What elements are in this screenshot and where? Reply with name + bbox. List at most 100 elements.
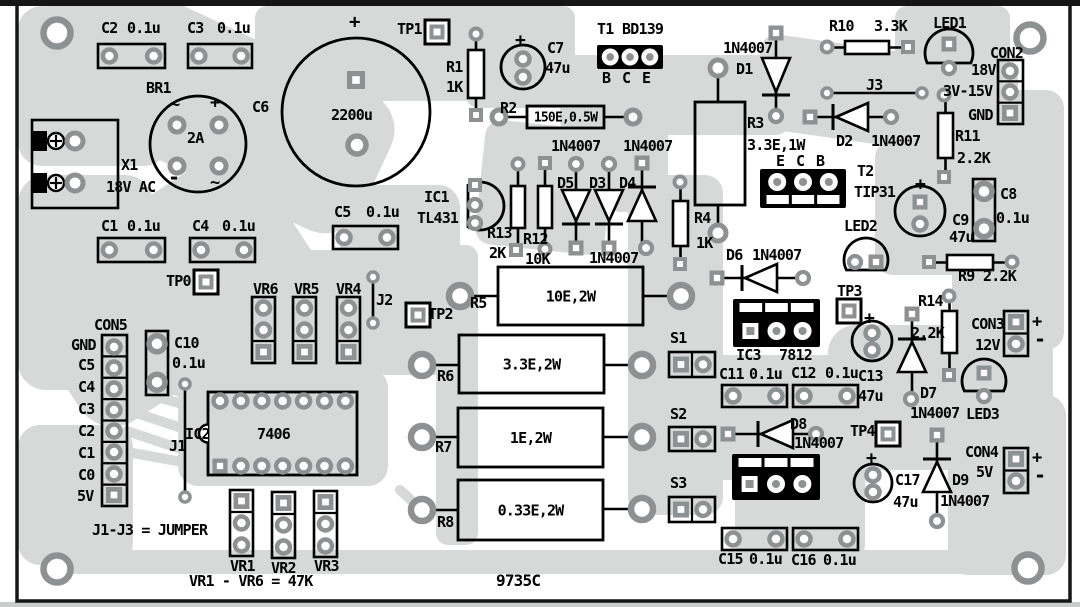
capacitor-C1 (96, 236, 167, 264)
capacitor-C16 (791, 526, 860, 552)
label-47u: 47u (545, 59, 570, 77)
label-vr1: VR1 (230, 557, 255, 575)
connector-CON5 (100, 333, 129, 508)
trace (122, 426, 225, 467)
connector-CON2 (996, 58, 1025, 126)
trimmer-VR1 (228, 488, 255, 558)
label-: + (515, 30, 526, 51)
capacitor-C13 (850, 319, 894, 363)
resistor-R11 (936, 87, 955, 184)
label-7406: 7406 (257, 425, 291, 443)
label-con2: CON2 (990, 44, 1023, 62)
jumper-J2 (366, 270, 380, 330)
label-gnd: GND (71, 336, 96, 354)
label-c11: C11 (719, 365, 744, 383)
testpoint-TP2 (404, 301, 432, 329)
label-br1: BR1 (146, 79, 171, 97)
package-IC4 (732, 454, 820, 500)
label-d1: D1 (736, 60, 753, 78)
label-5v: 5V (976, 463, 993, 481)
capacitor-C11 (720, 383, 789, 409)
label-: - (1034, 327, 1045, 351)
label-c6: C6 (252, 98, 269, 116)
label-: - (1034, 463, 1045, 487)
label-r14: R14 (918, 292, 943, 310)
power-resistor-R6: 3.3E,2W (407, 333, 657, 395)
label-r7: R7 (435, 438, 451, 456)
resistor-R4 (671, 174, 690, 271)
label-gnd: GND (968, 106, 993, 124)
diode-D5 (559, 155, 593, 256)
label-c10: C10 (174, 334, 199, 352)
label-s2: S2 (670, 405, 686, 423)
label-9735c: 9735C (496, 571, 540, 590)
trimmer-VR4 (335, 295, 362, 365)
label-con4: CON4 (965, 443, 999, 461)
label-10k: 10K (525, 250, 550, 268)
label-2a: 2A (187, 129, 204, 147)
label-0-1u: 0.1u (366, 203, 399, 221)
label-j2: J2 (376, 291, 392, 309)
label-18v: 18V (971, 61, 996, 79)
label-d4: D4 (619, 174, 636, 192)
ic-IC2 (197, 390, 359, 477)
label-c13: C13 (858, 367, 883, 385)
jumper-J1 (178, 377, 192, 504)
capacitor-C12 (791, 383, 860, 409)
diode-D2 (802, 101, 900, 133)
label-0-1u: 0.1u (222, 217, 255, 235)
label-0-1u: 0.1u (749, 365, 782, 383)
label-j1: J1 (169, 437, 186, 455)
label-0-1u: 0.1u (749, 550, 782, 568)
label-vr1-vr6-47k: VR1 - VR6 = 47K (189, 572, 313, 590)
label-tp0: TP0 (166, 272, 191, 290)
value-R7: 1E,2W (510, 429, 553, 447)
label-: + (864, 308, 875, 329)
label-1k: 1K (446, 78, 463, 96)
label-tp4: TP4 (850, 422, 875, 440)
label-2-2k: 2.2K (911, 324, 945, 342)
label-e: E (776, 152, 785, 170)
power-resistor-R7: 1E,2W (407, 406, 657, 469)
trace (18, 425, 133, 565)
trace (952, 90, 1064, 350)
label-: ~ (170, 95, 180, 115)
label-c0: C0 (78, 466, 95, 484)
label-r13: R13 (487, 224, 512, 242)
label-led2: LED2 (844, 217, 877, 235)
label-1n4007: 1N4007 (871, 132, 920, 150)
board-edge-bottom-band (0, 602, 1080, 607)
label-r11: R11 (955, 127, 980, 145)
capacitor-C6 (280, 36, 432, 188)
label-c2: C2 (78, 422, 94, 440)
trace (608, 92, 668, 212)
testpoint-TP1 (423, 18, 451, 46)
diode-D7 (895, 306, 929, 408)
label-0-1u: 0.1u (127, 19, 160, 37)
trace (122, 384, 221, 418)
trace (948, 395, 1066, 575)
label-c2: C2 (101, 19, 117, 37)
label-r12: R12 (523, 230, 548, 248)
package-T1 (597, 45, 663, 69)
label-3-3e-1w: 3.3E,1W (747, 136, 806, 154)
label-c4: C4 (192, 217, 209, 235)
power-resistor-R3 (693, 57, 747, 244)
label-vr6: VR6 (253, 280, 278, 298)
resistor-R12 (536, 156, 554, 257)
label-r4: R4 (694, 209, 711, 227)
header-S2 (667, 425, 717, 453)
label-1n4007: 1N4007 (723, 39, 772, 57)
label-1n4007: 1N4007 (910, 404, 959, 422)
resistor-R14 (940, 288, 959, 382)
label-d8: D8 (790, 415, 807, 433)
label-r10: R10 (829, 17, 854, 35)
label-: + (1032, 448, 1042, 468)
label-d3: D3 (589, 174, 606, 192)
ic-IC1 (466, 178, 506, 232)
led-LED2 (842, 236, 890, 272)
diode-D1 (760, 25, 792, 125)
connector-CON3 (1002, 309, 1030, 358)
label-c1: C1 (101, 217, 118, 235)
package-IC3 (733, 299, 820, 347)
